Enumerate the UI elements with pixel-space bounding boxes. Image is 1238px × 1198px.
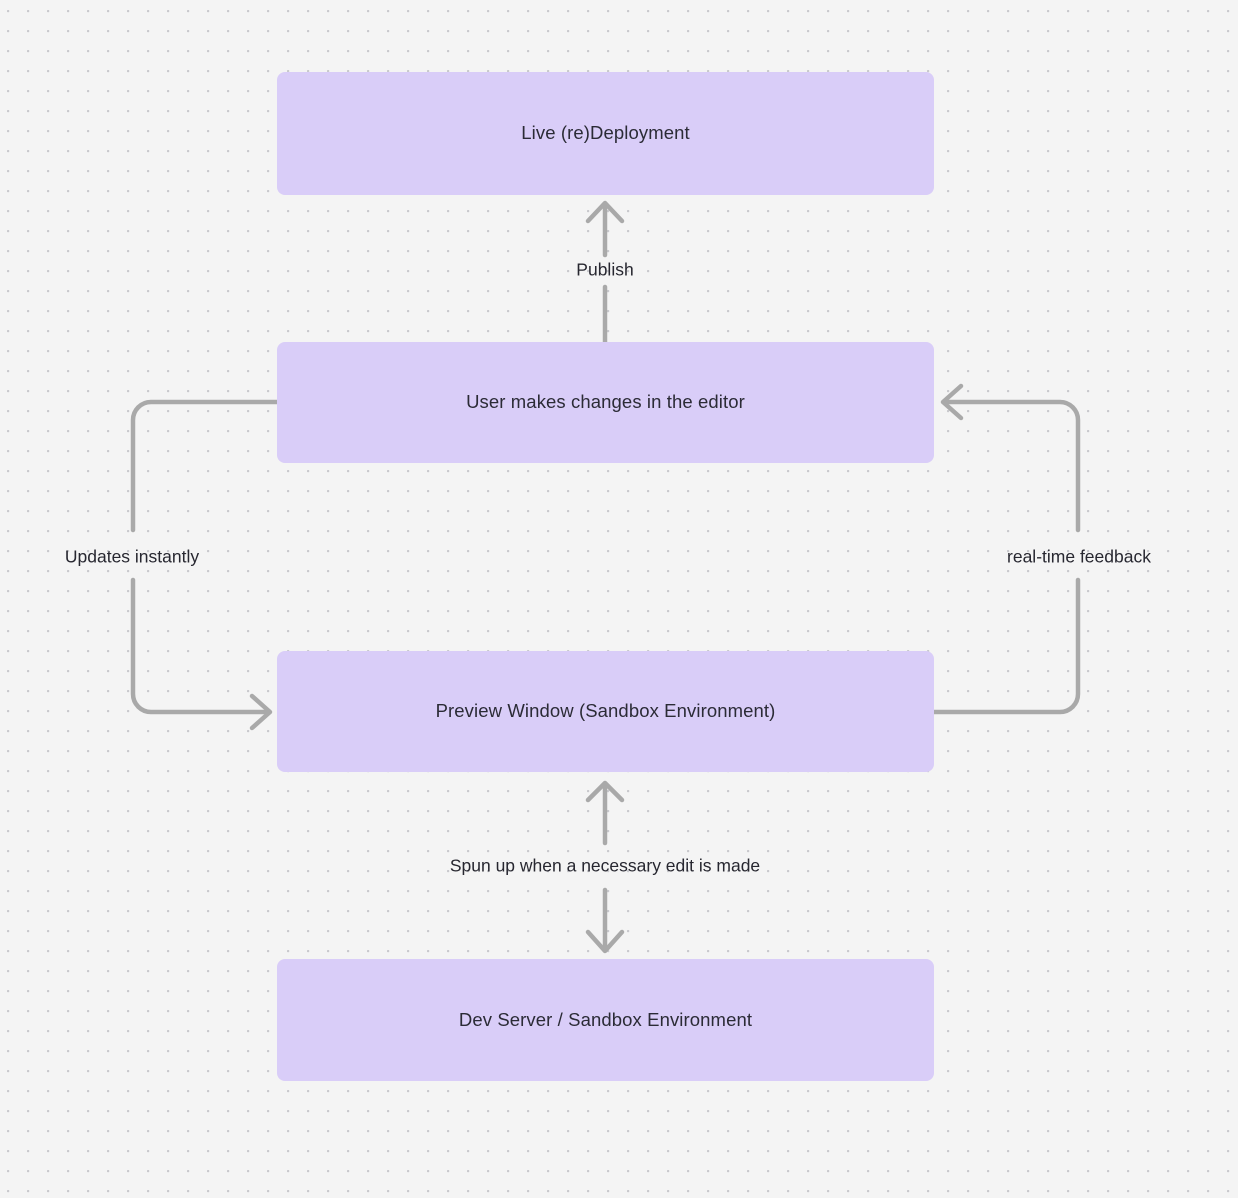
node-live-deployment[interactable]: Live (re)Deployment [277, 72, 934, 195]
edge-spun-up-arrowhead-down-icon [585, 929, 625, 954]
node-preview-window-label: Preview Window (Sandbox Environment) [435, 700, 776, 722]
node-dev-server[interactable]: Dev Server / Sandbox Environment [277, 959, 934, 1081]
edge-updates-instantly-path-upper [130, 399, 280, 533]
edge-label-updates-instantly: Updates instantly [64, 546, 200, 567]
edge-real-time-feedback-path-lower [930, 577, 1081, 715]
edge-label-real-time-feedback: real-time feedback [1007, 546, 1151, 567]
edge-spun-up-arrowhead-up-icon [585, 780, 625, 803]
node-user-edits-label: User makes changes in the editor [466, 391, 745, 413]
node-user-edits[interactable]: User makes changes in the editor [277, 342, 934, 463]
node-preview-window[interactable]: Preview Window (Sandbox Environment) [277, 651, 934, 772]
edge-publish-arrowhead-up-icon [585, 200, 625, 224]
edge-real-time-feedback-path-upper [944, 399, 1081, 533]
edge-real-time-feedback-arrowhead-left-icon [940, 383, 964, 421]
edge-label-spun-up: Spun up when a necessary edit is made [449, 855, 761, 876]
node-dev-server-label: Dev Server / Sandbox Environment [458, 1008, 753, 1030]
edge-updates-instantly-path-lower [130, 577, 271, 715]
edge-label-publish: Publish [576, 259, 634, 280]
edge-updates-instantly-arrowhead-right-icon [249, 693, 273, 731]
node-live-deployment-label: Live (re)Deployment [521, 122, 690, 144]
